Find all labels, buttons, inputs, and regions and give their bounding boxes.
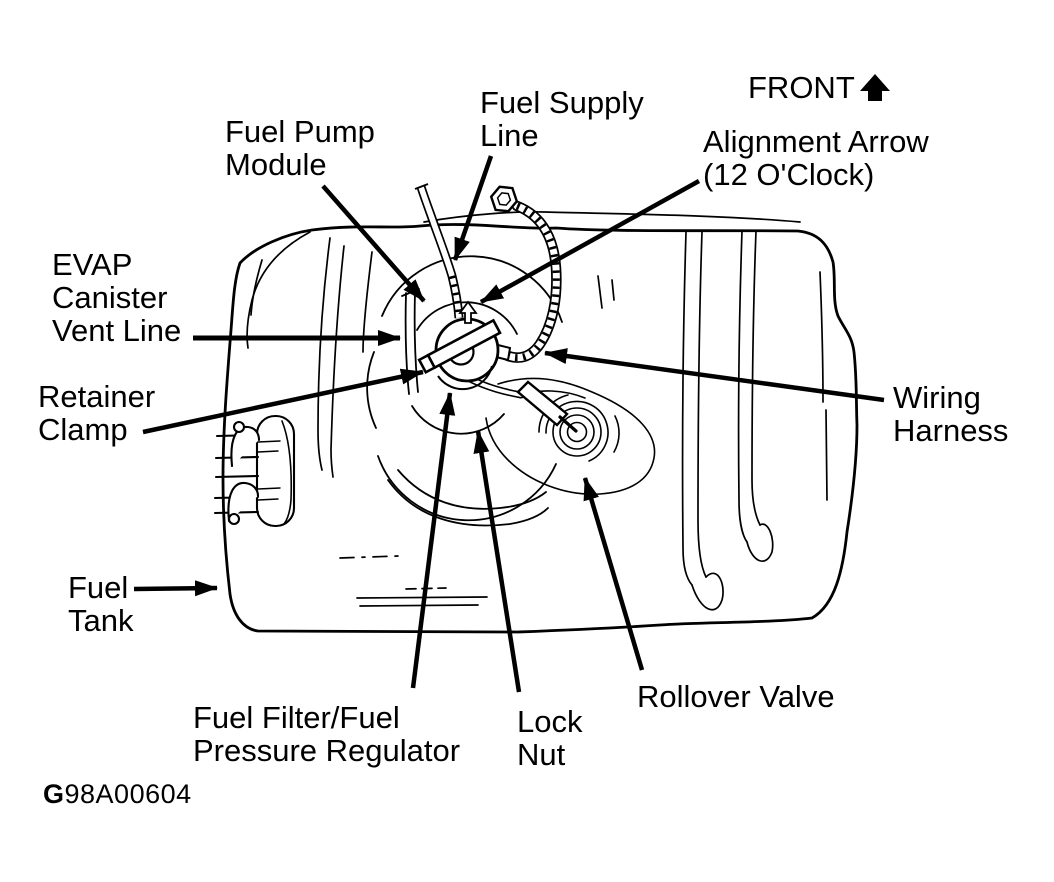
figure-code: G98A00604: [43, 779, 192, 810]
leader-retainer-clamp: [142, 368, 424, 435]
leader-fuel-pump-module: [321, 184, 426, 303]
leader-wiring-harness: [544, 348, 885, 403]
label-evap-canister-vent-line: EVAP Canister Vent Line: [52, 247, 182, 348]
label-front: FRONT: [748, 71, 891, 104]
leader-arrows: [133, 155, 885, 693]
leader-lock-nut: [473, 430, 522, 693]
leader-alignment-arrow: [479, 179, 701, 304]
retainer-bar-tab: [417, 353, 437, 375]
front-text: FRONT: [748, 70, 855, 105]
leader-fuel-tank: [133, 580, 218, 597]
fuel-supply-line-drawing: [414, 183, 464, 319]
figure-code-number: 98A00604: [64, 779, 192, 809]
label-fuel-filter-pressure-regulator: Fuel Filter/Fuel Pressure Regulator: [193, 700, 461, 768]
label-fuel-pump-module: Fuel Pump Module: [225, 114, 375, 182]
label-fuel-tank: Fuel Tank: [68, 570, 134, 638]
wiring-harness-drawing: [489, 185, 562, 363]
fuel-tank-surface-details: [246, 210, 828, 611]
label-retainer-clamp: Retainer Clamp: [38, 379, 156, 447]
fuel-tank-outline: [221, 223, 859, 634]
mounting-bracket-drawing: [213, 414, 296, 528]
label-alignment-arrow: Alignment Arrow (12 O'Clock): [703, 124, 929, 192]
front-up-arrow-icon: [859, 74, 890, 101]
figure-code-prefix: G: [43, 779, 65, 809]
fuel-pump-module-drawing: [417, 300, 502, 391]
alignment-arrow-mark: [458, 300, 478, 324]
label-lock-nut: Lock Nut: [517, 704, 583, 772]
label-wiring-harness: Wiring Harness: [893, 380, 1009, 448]
label-fuel-supply-line: Fuel Supply Line: [480, 85, 644, 153]
leader-fuel-supply-line: [452, 155, 494, 261]
pump-mounting-dish: [366, 255, 563, 527]
harness-connector-nut: [489, 185, 519, 213]
leader-rollover-valve: [582, 477, 645, 671]
label-rollover-valve: Rollover Valve: [637, 679, 835, 714]
leader-fuel-filter: [410, 392, 456, 689]
rollover-valve-hose: [464, 374, 578, 433]
